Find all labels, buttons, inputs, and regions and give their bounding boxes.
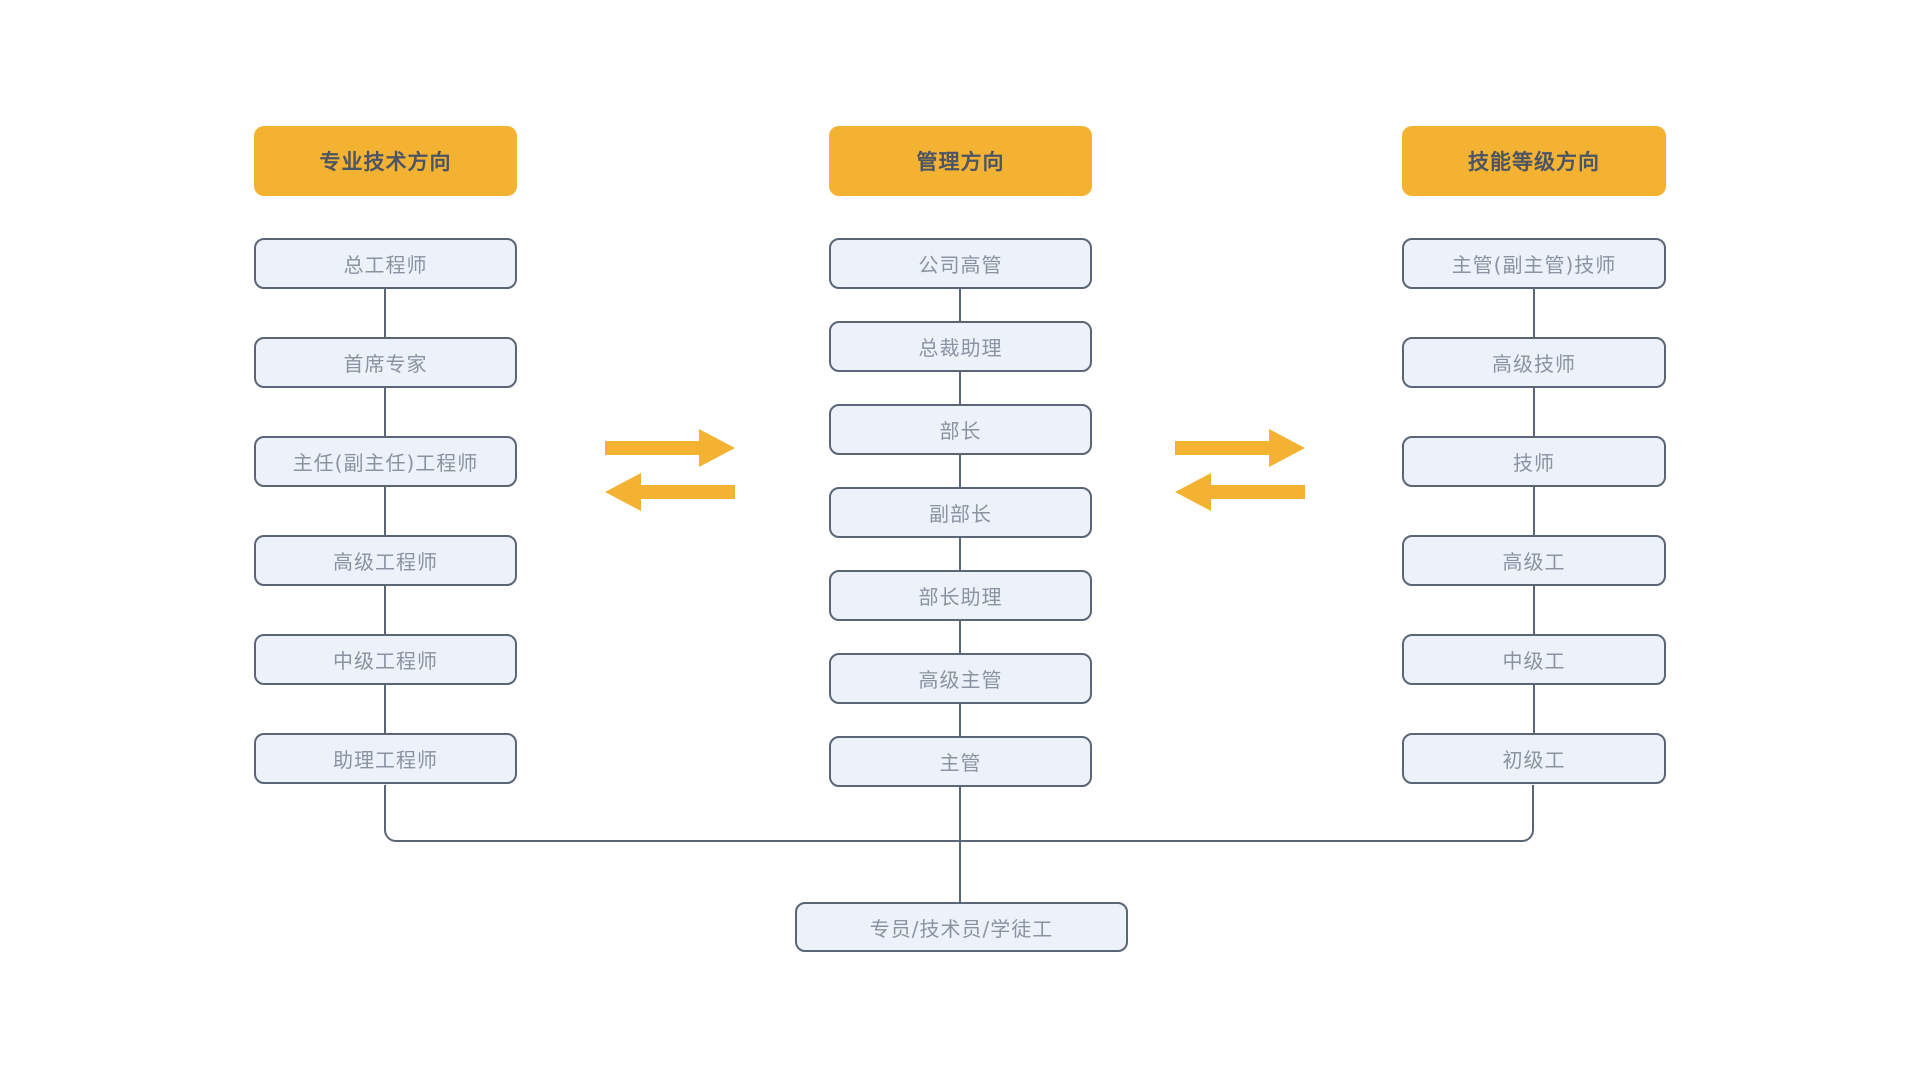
- level-box-intermediate-worker: 中级工: [1402, 634, 1666, 685]
- level-box-junior-worker: 初级工: [1402, 733, 1666, 784]
- level-box-intermediate-engineer: 中级工程师: [254, 634, 517, 685]
- level-box-supervisor: 主管: [829, 736, 1092, 787]
- level-box-specialist-technician-apprentice: 专员/技术员/学徒工: [795, 902, 1128, 952]
- level-box-assistant-engineer: 助理工程师: [254, 733, 517, 784]
- level-box-minister: 部长: [829, 404, 1092, 455]
- level-box-senior-supervisor: 高级主管: [829, 653, 1092, 704]
- exchange-arrows-icon-left: [605, 429, 735, 511]
- column-professional-technical: 专业技术方向 总工程师 首席专家 主任(副主任)工程师 高级工程师 中级工程师 …: [254, 126, 517, 832]
- level-box-director-engineer: 主任(副主任)工程师: [254, 436, 517, 487]
- column-skill-grade: 技能等级方向 主管(副主管)技师 高级技师 技师 高级工 中级工 初级工: [1402, 126, 1666, 832]
- level-box-senior-engineer: 高级工程师: [254, 535, 517, 586]
- right-column-connector-line: [1533, 262, 1535, 762]
- level-box-chief-engineer: 总工程师: [254, 238, 517, 289]
- level-box-vice-minister: 副部长: [829, 487, 1092, 538]
- column-header-professional-technical: 专业技术方向: [254, 126, 517, 196]
- exchange-arrows-icon-right: [1175, 429, 1305, 511]
- column-header-skill-grade: 技能等级方向: [1402, 126, 1666, 196]
- level-box-minister-assistant: 部长助理: [829, 570, 1092, 621]
- level-box-senior-worker: 高级工: [1402, 535, 1666, 586]
- column-management: 管理方向 公司高管 总裁助理 部长 副部长 部长助理 高级主管 主管: [829, 126, 1092, 819]
- level-box-senior-technician: 高级技师: [1402, 337, 1666, 388]
- level-box-president-assistant: 总裁助理: [829, 321, 1092, 372]
- bottom-merge-connector-line: [384, 785, 1534, 842]
- left-column-connector-line: [384, 262, 386, 762]
- level-box-chief-expert: 首席专家: [254, 337, 517, 388]
- level-box-technician: 技师: [1402, 436, 1666, 487]
- level-box-company-executive: 公司高管: [829, 238, 1092, 289]
- level-box-chief-technician: 主管(副主管)技师: [1402, 238, 1666, 289]
- column-header-management: 管理方向: [829, 126, 1092, 196]
